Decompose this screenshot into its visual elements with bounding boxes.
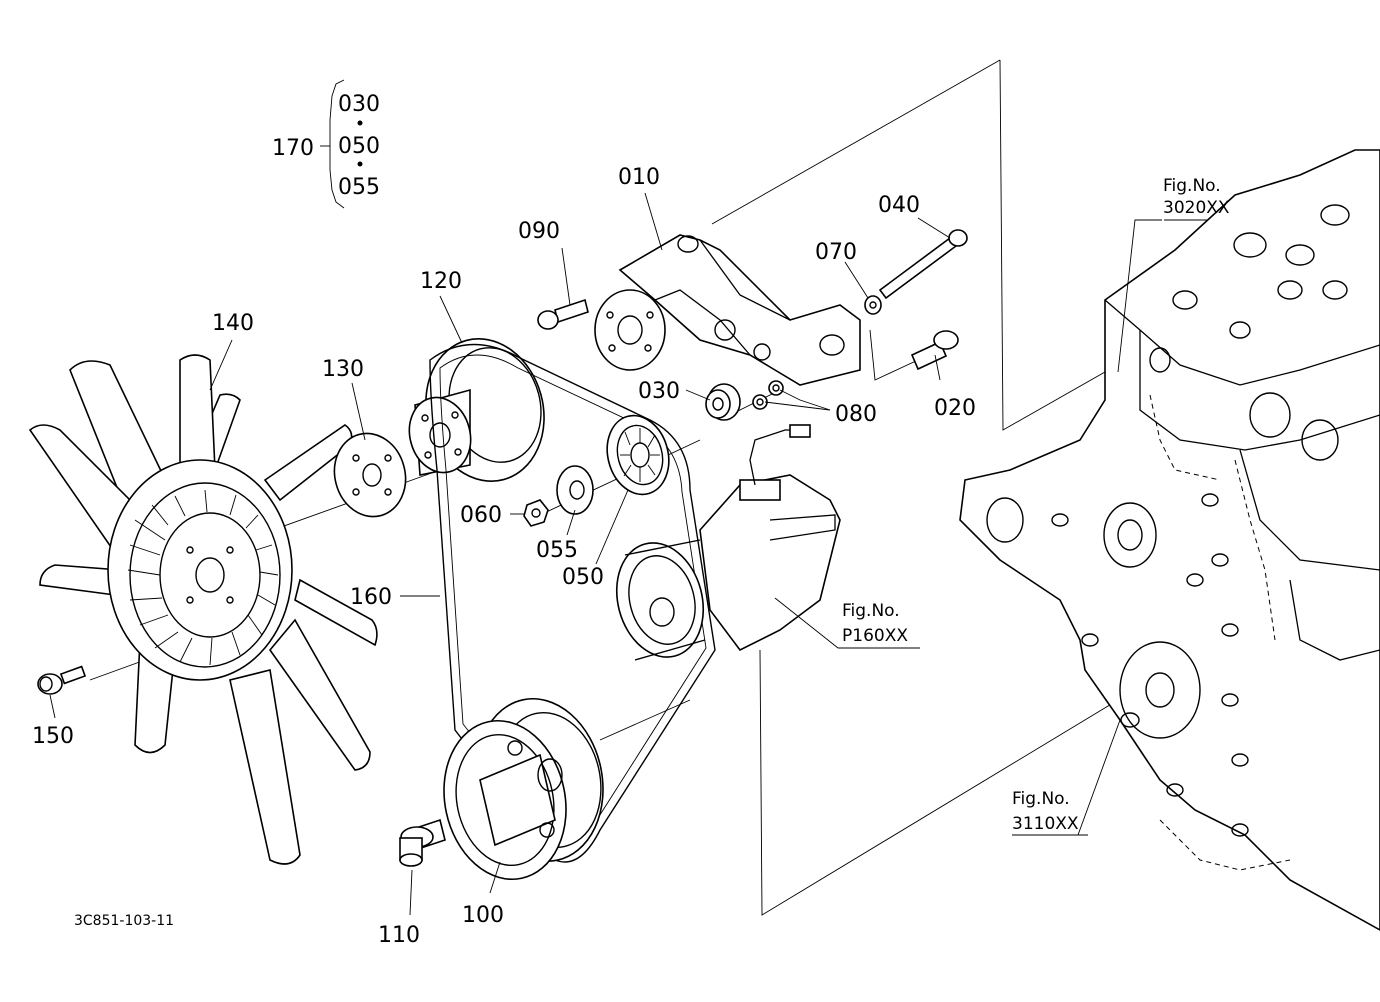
ac-compressor [615,424,841,661]
bolt-040 [878,229,968,300]
callout-140: 140 [212,311,254,336]
idler-pulley [606,414,670,496]
figure-ref-number: P160XX [842,626,908,646]
callout-160: 160 [350,585,392,610]
callout-120: 120 [420,269,462,294]
figure-ref-number: 3110XX [1012,814,1079,834]
figure-ref-3020xx: Fig.No. 3020XX [1163,176,1230,218]
kit-170-item-055: 055 [338,175,380,200]
kit-170-brace [320,79,363,209]
callout-070: 070 [815,240,857,265]
fan-bolt [37,665,87,695]
drawing-number: 3C851-103-11 [74,913,174,929]
callout-100: 100 [462,903,504,928]
bolt-020 [910,330,959,371]
figure-ref-3110xx: Fig.No. 3110XX [1012,789,1079,834]
figure-ref-title: Fig.No. [1012,789,1070,809]
bolt-090 [537,298,589,330]
callout-030: 030 [638,379,680,404]
leader-lines [49,192,1208,916]
fan-spacer-plate [333,432,407,518]
callout-170: 170 [272,136,314,161]
callout-040: 040 [878,193,920,218]
figure-ref-title: Fig.No. [842,601,900,621]
callout-060: 060 [460,503,502,528]
bracket [594,234,861,386]
idler-washer [556,465,594,515]
idler-nut [523,499,549,527]
crankshaft-pulley [443,697,604,881]
washer-070 [864,295,882,315]
cooling-fan [28,354,378,865]
callout-130: 130 [322,357,364,382]
kit-170-item-030: 030 [338,92,380,117]
kit-170-item-050: 050 [338,134,380,159]
figure-ref-title: Fig.No. [1163,176,1221,196]
engine-block [959,149,1380,931]
callout-080: 080 [835,402,877,427]
callout-110: 110 [378,923,420,948]
nut-080 [752,380,784,410]
figure-ref-p160xx: Fig.No. P160XX [842,601,908,646]
callout-050: 050 [562,565,604,590]
fan-belt [429,343,716,863]
callout-labels: 010 090 040 070 020 030 080 120 130 140 … [32,92,976,948]
callout-055: 055 [536,538,578,563]
water-pump-pulley [408,338,545,482]
callout-150: 150 [32,724,74,749]
bushing [705,383,741,421]
callout-020: 020 [934,396,976,421]
callout-010: 010 [618,165,660,190]
callout-090: 090 [518,219,560,244]
figure-ref-number: 3020XX [1163,198,1230,218]
crankshaft-pulley-bolt [399,818,446,867]
